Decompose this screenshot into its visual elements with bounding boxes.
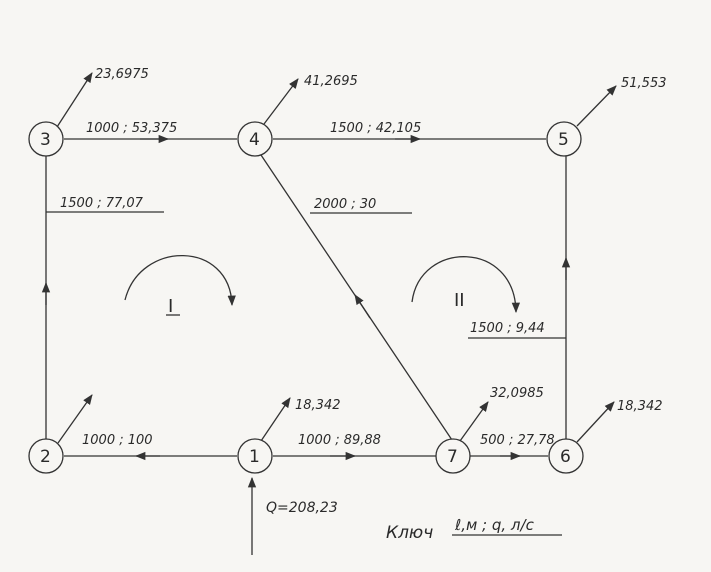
node-2-label: 2 [40,447,51,467]
key-legend: Ключ ℓ,м ; q, л/с [386,516,562,543]
node-3-circle [28,121,64,157]
demand-label-1: 18,342 [295,398,341,413]
pipe-segments [41,134,571,461]
loop-II-arc [411,256,521,314]
edge-label-2-3: 1500 ; 77,07 [60,196,144,211]
loop-II-label: II [454,290,465,311]
node-5: 5 [546,121,582,157]
edge-label-7-4: 2000 ; 30 [314,197,376,212]
demand-label-5: 51,553 [621,76,667,91]
key-formula: ℓ,м ; q, л/с [454,516,535,534]
node-2-circle [28,438,64,474]
key-word: Ключ [386,523,433,543]
demand-arrow-3 [56,72,93,128]
loop-I-label: I [168,296,173,317]
node-5-label: 5 [558,130,569,150]
edge-label-1-7: 1000 ; 89,88 [298,433,381,448]
demand-arrow-2 [57,394,93,444]
demand-label-6: 18,342 [617,399,663,414]
demand-label-4: 41,2695 [304,74,358,89]
pipe-7-4-arrow [354,294,371,319]
demand-arrows [56,72,617,444]
node-6-label: 6 [560,447,571,467]
node-6: 6 [548,438,584,474]
demand-arrow-6 [576,401,615,443]
loop-I-arc [124,255,236,307]
demand-arrow-5 [576,85,617,127]
edge-label-7-6: 500 ; 27,78 [480,433,555,448]
node-4-label: 4 [249,130,260,150]
node-4: 4 [237,121,273,157]
node-7: 7 [435,438,471,474]
node-3: 3 [28,121,64,157]
node-1: 1 [237,438,273,474]
label-leaders [46,211,566,339]
loop-I: I [124,255,236,317]
node-3-label: 3 [40,130,51,150]
demand-arrow-1 [260,397,291,442]
source-label: Q=208,23 [266,500,338,516]
node-7-label: 7 [447,447,458,467]
demand-labels: 23,6975 41,2695 51,553 18,342 32,0985 18… [95,67,667,414]
demand-label-7: 32,0985 [490,386,544,401]
node-1-circle [237,438,273,474]
edge-labels: 1000 ; 53,375 1500 ; 42,105 1500 ; 77,07… [60,121,555,448]
edge-label-1-2: 1000 ; 100 [82,433,153,448]
demand-arrow-4 [263,78,299,125]
node-4-circle [237,121,273,157]
node-2: 2 [28,438,64,474]
node-5-circle [546,121,582,157]
node-1-label: 1 [249,447,260,467]
loop-II: II [411,256,521,314]
edge-label-6-5: 1500 ; 9,44 [470,321,545,336]
node-6-circle [548,438,584,474]
demand-label-3: 23,6975 [95,67,149,82]
demand-arrow-7 [459,401,489,442]
edge-label-3-4: 1000 ; 53,375 [86,121,177,136]
node-7-circle [435,438,471,474]
nodes: 1 2 3 4 5 6 7 [28,121,584,474]
edge-label-4-5: 1500 ; 42,105 [330,121,421,136]
